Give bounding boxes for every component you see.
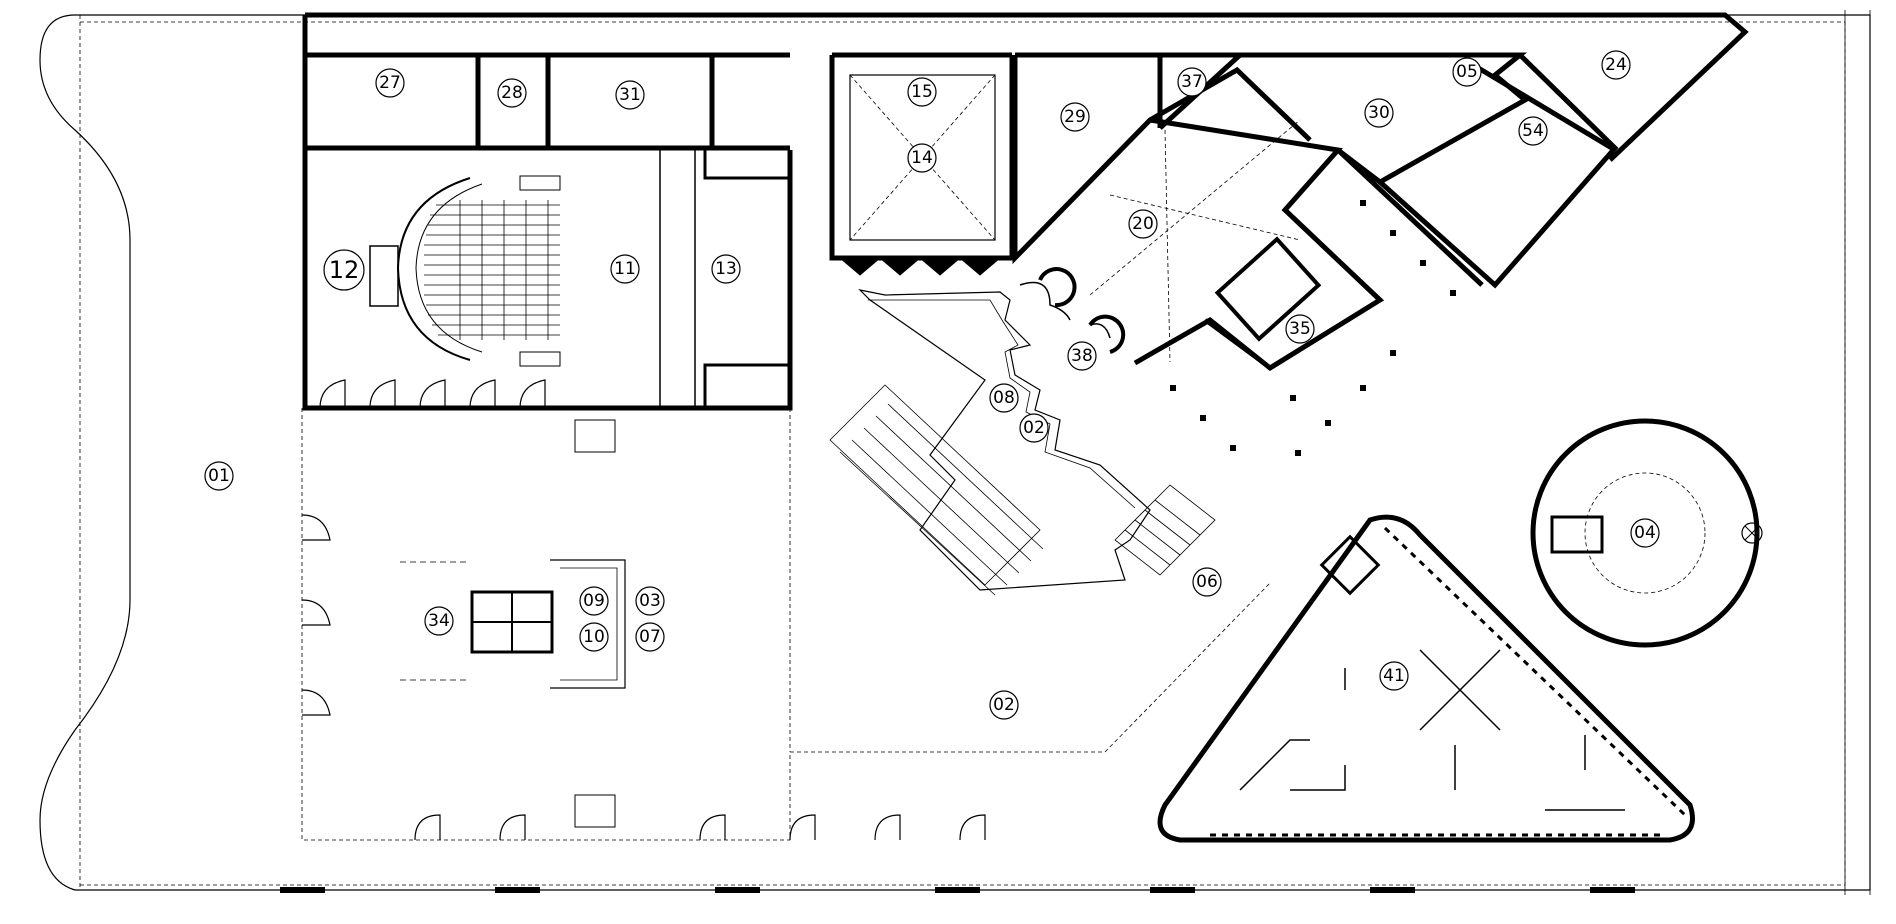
room-label-20: 20 [1128,209,1158,239]
room-label-10: 10 [579,622,609,652]
room-label-text: 28 [501,83,523,103]
room-label-07: 07 [635,622,665,652]
room-label-41: 41 [1379,661,1409,691]
room-label-31: 31 [615,80,645,110]
room-label-text: 31 [619,85,641,105]
room-label-text: 02 [1023,418,1045,438]
room-label-03: 03 [635,586,665,616]
hall-34 [301,408,1271,841]
room-label-27: 27 [375,68,405,98]
room-label-text: 04 [1634,523,1656,543]
room-label-28: 28 [497,78,527,108]
room-label-text: 24 [1605,55,1627,75]
room-labels: 27 28 31 15 14 29 37 30 05 24 54 12 11 1… [204,50,1660,720]
room-label-text: 38 [1071,346,1093,366]
room-label-09: 09 [579,586,609,616]
room-label-text: 05 [1456,62,1478,82]
pavilion-04 [1530,418,1763,648]
room-label-11: 11 [610,254,640,284]
room-label-text: 27 [379,73,401,93]
room-label-text: 02 [993,695,1015,715]
room-label-text: 09 [583,591,605,611]
room-label-text: 13 [715,259,737,279]
room-label-text: 35 [1289,319,1311,339]
stage-area [838,74,1002,276]
room-label-text: 07 [639,627,661,647]
room-label-15: 15 [907,77,937,107]
room-label-text: 34 [428,611,450,631]
room-label-37: 37 [1177,67,1207,97]
room-label-text: 03 [639,591,661,611]
room-label-text: 37 [1181,72,1203,92]
room-label-text: 29 [1064,107,1086,127]
room-label-text: 08 [993,388,1015,408]
atrium-20 [1089,119,1301,363]
room-label-38: 38 [1067,341,1097,371]
room-label-02-upper: 02 [1019,413,1049,443]
room-label-13: 13 [711,254,741,284]
room-label-text: 10 [583,627,605,647]
room-label-text: 54 [1522,121,1544,141]
room-label-text: 30 [1368,103,1390,123]
room-label-08: 08 [989,383,1019,413]
building-walls [302,12,1749,411]
room-label-54: 54 [1518,116,1548,146]
room-label-text: 06 [1196,572,1218,592]
room-label-text: 20 [1132,214,1154,234]
room-label-34: 34 [424,606,454,636]
room-label-text: 15 [911,82,933,102]
room-label-35: 35 [1285,314,1315,344]
foyer-steps [829,384,1216,596]
room-label-04: 04 [1630,518,1660,548]
room-label-text: 12 [329,256,360,284]
room-label-text: 14 [911,148,933,168]
building-41 [1157,514,1695,843]
room-label-06: 06 [1192,567,1222,597]
room-label-30: 30 [1364,98,1394,128]
room-label-14: 14 [907,143,937,173]
foyer-platform [858,267,1151,591]
room-label-text: 11 [614,259,636,279]
theatre-doors [319,379,546,409]
site-boundary [39,10,1871,895]
room-label-text: 41 [1383,666,1405,686]
room-label-01: 01 [204,461,234,491]
room-label-29: 29 [1060,102,1090,132]
room-label-05: 05 [1452,57,1482,87]
room-label-12: 12 [323,249,365,291]
theatre-seating [369,175,561,367]
columns [1170,200,1456,456]
room-label-text: 01 [208,466,230,486]
room-label-24: 24 [1601,50,1631,80]
room-label-02-lower: 02 [989,690,1019,720]
